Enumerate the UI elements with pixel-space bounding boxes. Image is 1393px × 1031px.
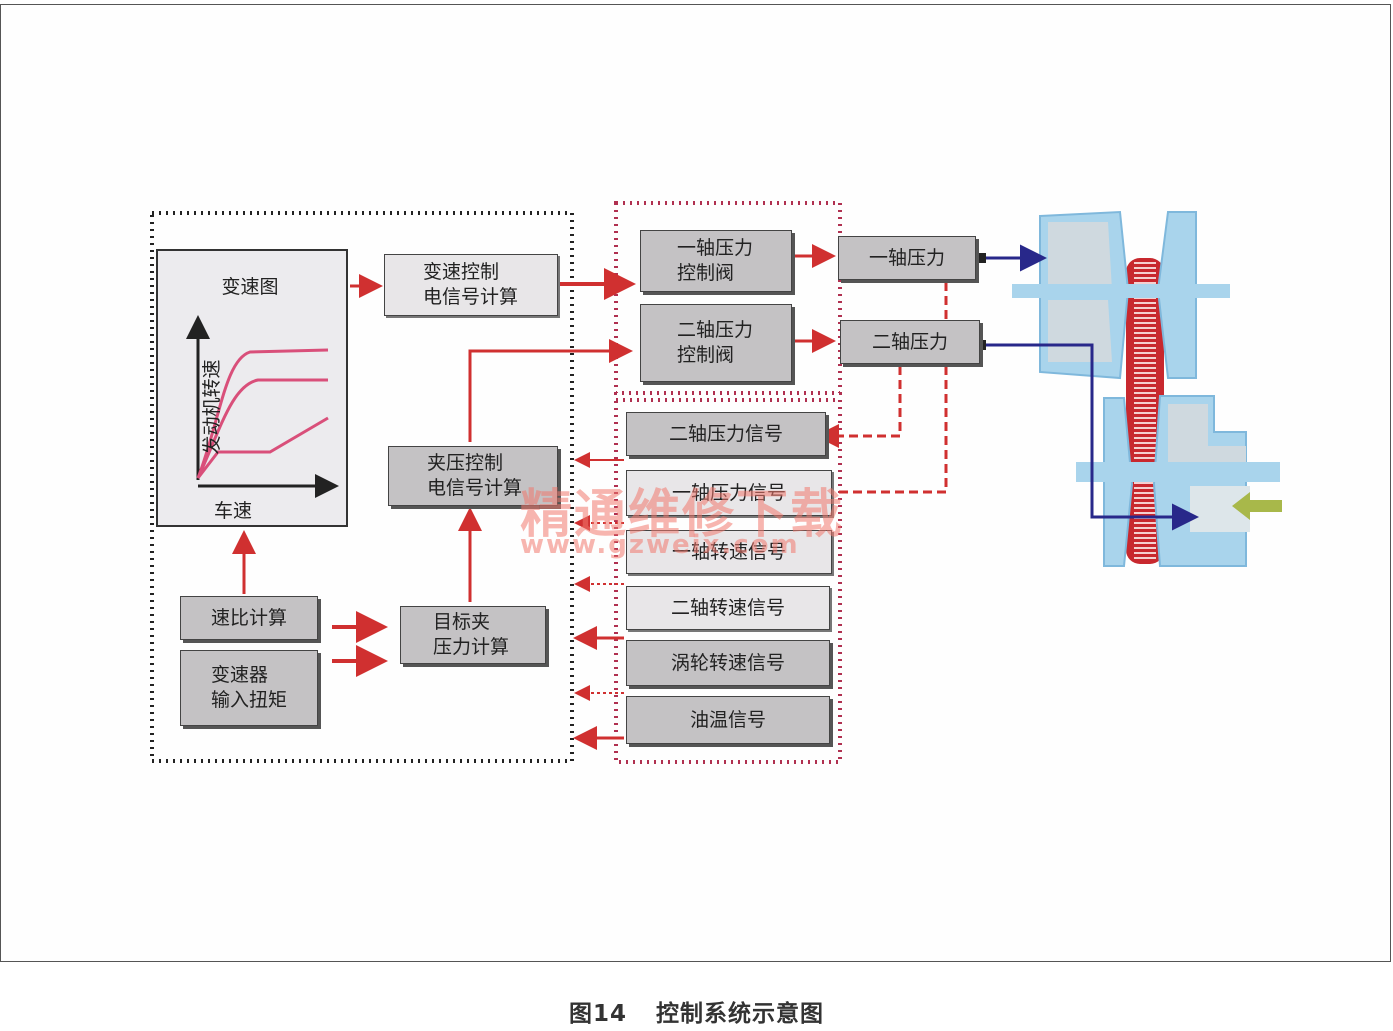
valve1-line1: 一轴压力 xyxy=(677,237,754,260)
ratio-calc-block: 速比计算 xyxy=(180,596,318,640)
valve1-line2: 控制阀 xyxy=(677,262,735,284)
shaft2-pressure-box: 二轴压力 xyxy=(840,320,980,364)
signal-shaft1-speed: 一轴转速信号 xyxy=(626,530,832,574)
target-clamp-line2: 压力计算 xyxy=(433,636,510,658)
clamp-control-calc-block: 夹压控制 电信号计算 xyxy=(388,446,558,506)
shift-curve-3 xyxy=(196,416,329,479)
valve2-line2: 控制阀 xyxy=(677,344,735,366)
shift-control-line1: 变速控制 xyxy=(423,261,500,284)
blue-line-2 xyxy=(982,343,1199,531)
shift-control-calc-block: 变速控制 电信号计算 xyxy=(384,254,558,316)
transmission-torque-block: 变速器 输入扭矩 xyxy=(180,650,318,726)
transmission-torque-line2: 输入扭矩 xyxy=(211,689,288,711)
valve2-line1: 二轴压力 xyxy=(677,319,754,342)
cvt-pulley-illustration xyxy=(1012,210,1282,567)
input-arrow xyxy=(1232,492,1282,520)
vehicle-speed-axis-label: 车速 xyxy=(214,500,253,522)
clamp-control-line1: 夹压控制 xyxy=(427,452,504,475)
figure-title: 控制系统示意图 xyxy=(656,1001,825,1027)
ecu-group-border xyxy=(150,211,574,763)
clamp-control-line2: 电信号计算 xyxy=(427,477,523,499)
arrow-clamp-to-valve2 xyxy=(468,339,633,442)
signal-shaft2-pressure: 二轴压力信号 xyxy=(626,412,826,456)
signal-turbine-speed: 涡轮转速信号 xyxy=(626,640,830,686)
shift-curve-2 xyxy=(196,378,328,479)
feedback-press1-signal xyxy=(832,282,948,494)
figure-caption: 图14 控制系统示意图 xyxy=(0,994,1393,1028)
shaft2-pressure-valve: 二轴压力 控制阀 xyxy=(640,304,792,382)
signal-shaft1-pressure: 一轴压力信号 xyxy=(626,470,832,516)
shift-control-line2: 电信号计算 xyxy=(423,286,519,308)
shift-map-title: 变速图 xyxy=(221,275,279,298)
signal-oil-temp: 油温信号 xyxy=(626,696,830,744)
signal-shaft2-speed: 二轴转速信号 xyxy=(626,586,830,630)
shaft1-pressure-valve: 一轴压力 控制阀 xyxy=(640,230,792,292)
feedback-press2-signal xyxy=(815,366,902,448)
engine-speed-axis-label: 发动机转速 xyxy=(201,359,223,455)
target-clamp-calc-block: 目标夹 压力计算 xyxy=(400,606,546,664)
target-clamp-line1: 目标夹 xyxy=(433,611,491,634)
figure-number: 图14 xyxy=(568,1001,627,1027)
shift-curve-1 xyxy=(196,348,329,479)
transmission-torque-line1: 变速器 xyxy=(211,664,269,687)
signal-group-border xyxy=(614,398,842,764)
valve-group-border xyxy=(614,201,842,395)
shaft1-pressure-box: 一轴压力 xyxy=(838,236,976,280)
